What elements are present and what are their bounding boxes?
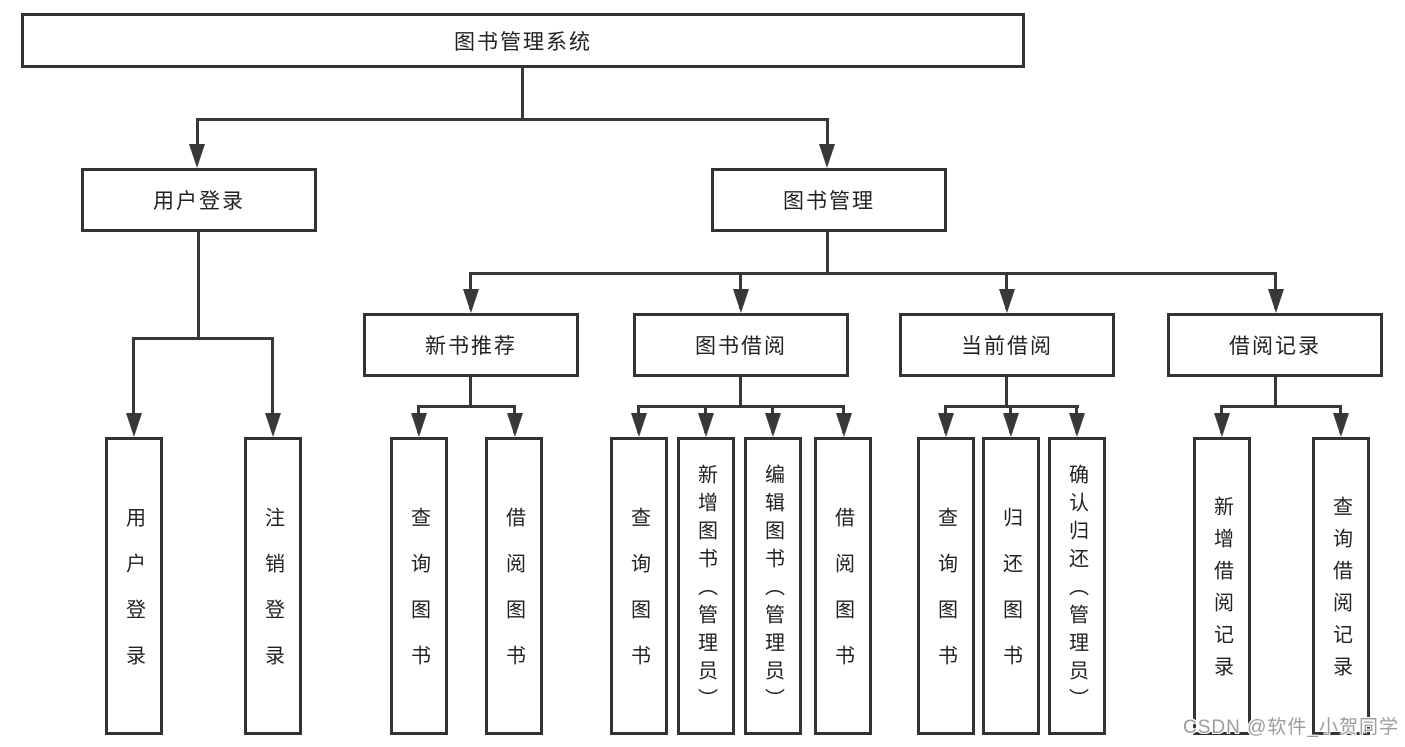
node-root: 图书管理系统 bbox=[21, 13, 1025, 68]
arrow-down-icon bbox=[698, 413, 714, 437]
connector-newbook-bar bbox=[417, 405, 516, 408]
connector-root-bar bbox=[196, 118, 829, 121]
arrow-down-icon bbox=[507, 413, 523, 437]
leaf-edit-books-admin: 编辑图书（管理员） bbox=[744, 437, 802, 735]
leaf-query-borrow-record: 查询借阅记录 bbox=[1312, 437, 1370, 735]
leaf-query-books-borrow: 查询图书 bbox=[610, 437, 668, 735]
arrow-down-icon bbox=[265, 413, 281, 437]
arrow-down-icon bbox=[765, 413, 781, 437]
connector-bookmgmt-bar bbox=[469, 272, 1277, 275]
leaf-add-books-admin: 新增图书（管理员） bbox=[677, 437, 735, 735]
node-borrow-records: 借阅记录 bbox=[1167, 313, 1383, 377]
watermark: CSDN @软件_小贺同学 bbox=[1183, 717, 1399, 738]
connector-root-drop-right bbox=[826, 118, 829, 162]
arrow-down-icon bbox=[836, 413, 852, 437]
node-new-book-recommend: 新书推荐 bbox=[363, 313, 579, 377]
connector-borrow-bar bbox=[637, 405, 845, 408]
leaf-logout: 注销登录 bbox=[244, 437, 302, 735]
leaf-borrow-books-recommend: 借阅图书 bbox=[485, 437, 543, 735]
connector-userlogin-drop-1 bbox=[132, 337, 135, 432]
arrow-down-icon bbox=[733, 289, 749, 313]
leaf-query-books-current: 查询图书 bbox=[917, 437, 975, 735]
leaf-return-books: 归还图书 bbox=[982, 437, 1040, 735]
arrow-down-icon bbox=[126, 413, 142, 437]
leaf-query-books-recommend: 查询图书 bbox=[390, 437, 448, 735]
arrow-down-icon bbox=[1268, 289, 1284, 313]
arrow-down-icon bbox=[1003, 413, 1019, 437]
arrow-down-icon bbox=[463, 289, 479, 313]
connector-bookmgmt-stem bbox=[826, 232, 829, 275]
node-user-login: 用户登录 bbox=[81, 168, 317, 232]
connector-userlogin-drop-2 bbox=[271, 337, 274, 432]
arrow-down-icon bbox=[819, 144, 835, 168]
arrow-down-icon bbox=[1333, 413, 1349, 437]
connector-records-stem bbox=[1274, 377, 1277, 408]
connector-userlogin-stem bbox=[197, 232, 200, 337]
connector-current-stem bbox=[1005, 377, 1008, 408]
node-current-borrow: 当前借阅 bbox=[899, 313, 1115, 377]
connector-borrow-stem bbox=[739, 377, 742, 408]
node-book-borrow: 图书借阅 bbox=[633, 313, 849, 377]
leaf-add-borrow-record: 新增借阅记录 bbox=[1193, 437, 1251, 735]
leaf-user-login: 用户登录 bbox=[105, 437, 163, 735]
leaf-borrow-books: 借阅图书 bbox=[814, 437, 872, 735]
arrow-down-icon bbox=[999, 289, 1015, 313]
arrow-down-icon bbox=[189, 144, 205, 168]
connector-newbook-stem bbox=[469, 377, 472, 408]
arrow-down-icon bbox=[1214, 413, 1230, 437]
leaf-confirm-return-admin: 确认归还（管理员） bbox=[1048, 437, 1106, 735]
connector-root-stem bbox=[521, 68, 524, 118]
connector-userlogin-bar bbox=[132, 337, 273, 340]
arrow-down-icon bbox=[938, 413, 954, 437]
arrow-down-icon bbox=[631, 413, 647, 437]
arrow-down-icon bbox=[411, 413, 427, 437]
connector-root-drop-left bbox=[196, 118, 199, 162]
connector-records-bar bbox=[1220, 405, 1342, 408]
node-book-management: 图书管理 bbox=[711, 168, 947, 232]
arrow-down-icon bbox=[1069, 413, 1085, 437]
